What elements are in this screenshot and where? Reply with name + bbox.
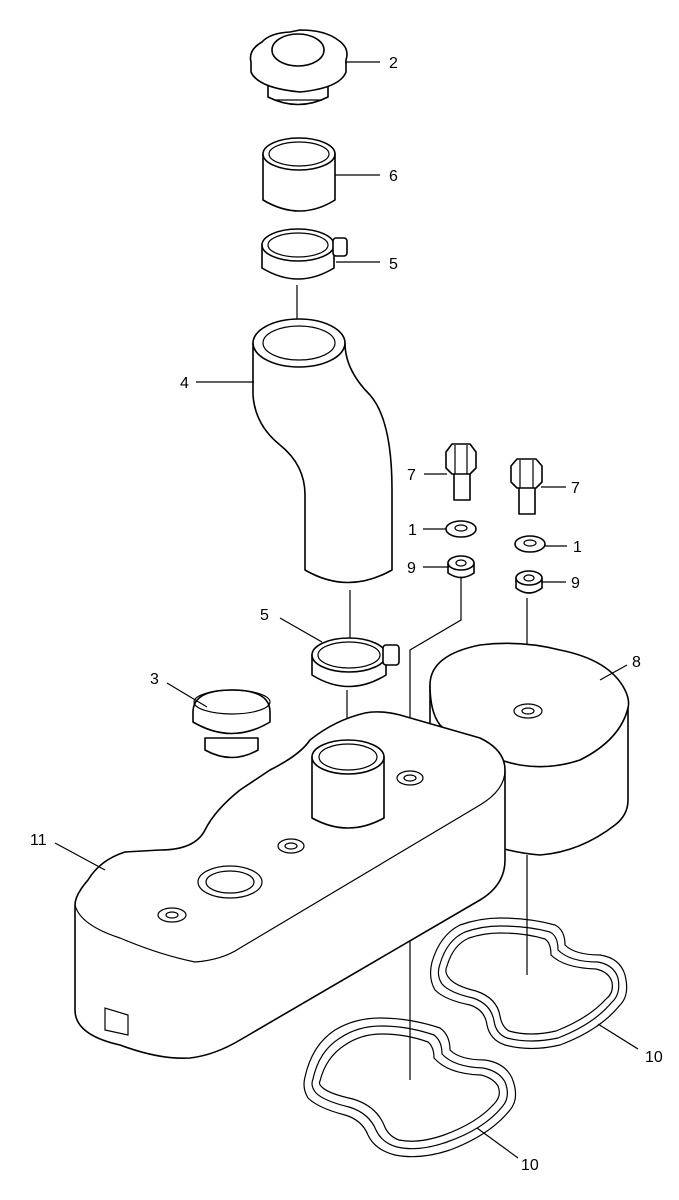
callout-5-upper: 5 [389, 256, 398, 273]
washer-right [514, 535, 546, 553]
rear-cover [429, 642, 630, 856]
callout-9-right: 9 [571, 575, 580, 592]
washer-left [445, 520, 477, 538]
callout-8: 8 [632, 654, 641, 671]
callout-1-left: 1 [408, 522, 417, 539]
hose-clamp-upper [261, 228, 348, 280]
callout-3: 3 [150, 671, 159, 688]
hose-clamp-lower [311, 637, 400, 688]
gasket-lower [303, 1017, 517, 1158]
bent-hose [252, 318, 393, 584]
filler-cap [249, 29, 348, 106]
callout-11: 11 [30, 832, 47, 849]
leader-lines [54, 61, 639, 1159]
callout-labels: 2 6 5 4 7 7 1 1 9 9 5 8 3 11 10 10 [30, 55, 663, 1174]
callout-7-left: 7 [407, 467, 416, 484]
callout-2: 2 [389, 55, 398, 72]
grommet-left [447, 555, 475, 579]
main-cover [74, 711, 506, 1060]
grommet-right [515, 570, 543, 594]
sleeve [262, 137, 336, 212]
gasket-upper [429, 917, 628, 1050]
hex-bolt-right [510, 458, 543, 515]
callout-9-left: 9 [407, 560, 416, 577]
callout-10-lower: 10 [521, 1157, 539, 1174]
callout-4: 4 [180, 375, 189, 392]
callout-5-lower: 5 [260, 607, 269, 624]
callout-10-right: 10 [645, 1049, 663, 1066]
hex-bolt-left [445, 443, 477, 501]
callout-6: 6 [389, 168, 398, 185]
callout-1-right: 1 [573, 539, 582, 556]
callout-7-right: 7 [571, 480, 580, 497]
rubber-plug [192, 689, 271, 759]
